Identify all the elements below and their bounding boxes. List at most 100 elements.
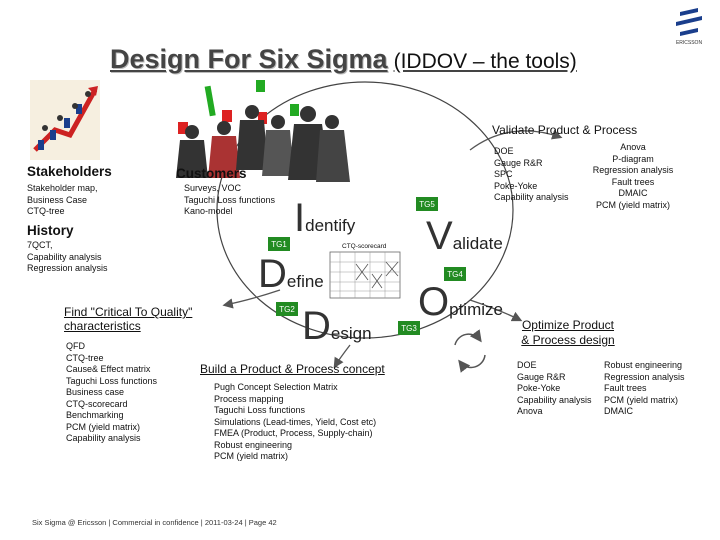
phase-design-rest: esign [330,324,372,343]
validate-tools-left: DOE Gauge R&R SPC Poke-Yoke Capability a… [494,146,569,204]
customers-heading: Customers [176,166,247,181]
build-concept-list: Pugh Concept Selection Matrix Process ma… [214,382,376,463]
tollgate-tg2: TG2 [276,302,298,316]
validate-tool: Anova [620,142,646,152]
ctq-tool: Business case [66,387,125,397]
ctq-scorecard-table [329,251,401,299]
validate-tool: P-diagram [612,153,654,164]
optimize-arrow [469,299,523,322]
phase-optimize: Optimize [418,282,503,322]
validate-tool: PCM (yield matrix) [595,199,670,210]
ctq-tool: Cause& Effect matrix [66,364,151,374]
ctq-arrow [222,289,281,309]
customers-group-image [176,80,350,182]
optimize-tool: DOE [517,360,537,370]
validate-product-heading: Validate Product & Process [492,123,638,137]
build-concept-tool: PCM (yield matrix) [214,451,289,461]
ctq-tool: Benchmarking [66,410,124,420]
stakeholder-item: Stakeholder map, [27,183,98,193]
phase-identify-letter: I [294,196,306,240]
tollgate-tg5: TG5 [416,197,438,211]
history-item: Regression analysis [27,263,108,273]
logo-text: ERICSSON [675,40,703,46]
customers-list: Surveys, VOC Taguchi Loss functions Kano… [184,183,275,218]
optimize-tool: PCM (yield matrix) [604,394,679,405]
build-concept-tool: Process mapping [214,393,284,404]
validate-tool: Fault trees [611,176,655,187]
validate-tool: Gauge R&R [494,157,543,168]
optimize-tool: Poke-Yoke [517,383,561,393]
build-concept-heading: Build a Product & Process concept [200,362,385,376]
tollgate-tg3: TG3 [398,321,420,335]
build-concept-tool: FMEA (Product, Process, Supply-chain) [214,428,373,438]
customer-item: Taguchi Loss functions [184,194,276,205]
optimize-tools-left: DOE Gauge R&R Poke-Yoke Capability analy… [517,360,592,418]
growth-chart-image [30,80,100,160]
phase-define: Define [258,254,324,294]
optimize-tool: Anova [517,406,543,416]
optimize-tool: Fault trees [604,383,647,393]
history-item: Capability analysis [27,251,102,262]
page-title: Design For Six Sigma(IDDOV – the tools) [110,44,577,75]
ctq-tool: CTQ-tree [66,352,104,363]
optimize-tool: DMAIC [604,406,633,416]
phase-identify: Identify [294,198,355,238]
ctq-scorecard-label: CTQ-scorecard [342,243,387,250]
stakeholder-item: CTQ-tree [27,206,65,216]
process-cycle-ellipse [216,81,514,339]
validate-tools-right: Anova P-diagram Regression analysis Faul… [588,142,678,211]
concept-arrow [333,344,351,369]
ctq-tool: CTQ-scorecard [66,398,128,409]
build-concept-tool: Pugh Concept Selection Matrix [214,382,338,392]
customer-item: Kano-model [184,206,233,216]
optimize-tool: Regression analysis [604,371,685,382]
phase-optimize-letter: O [418,280,450,324]
optimize-tool: Capability analysis [517,394,592,405]
history-item: 7QCT, [27,240,53,250]
optimize-tool: Robust engineering [604,360,683,370]
phase-validate: Validate [426,216,503,256]
validate-tool: Capability analysis [494,192,569,202]
build-concept-tool: Robust engineering [214,439,293,450]
validate-tool: DOE [494,146,514,156]
stakeholders-list: Stakeholder map, Business Case CTQ-tree [27,183,98,218]
page-footer: Six Sigma @ Ericsson | Commercial in con… [32,518,277,527]
tollgate-tg1: TG1 [268,237,290,251]
customer-item: Surveys, VOC [184,183,242,193]
build-concept-tool: Simulations (Lead-times, Yield, Cost etc… [214,416,377,427]
ctq-tool: PCM (yield matrix) [66,421,141,432]
ctq-heading: Find "Critical To Quality" characteristi… [64,305,193,333]
optimize-tool: Gauge R&R [517,371,566,382]
phase-design-letter: D [302,304,331,348]
phase-identify-rest: dentify [305,216,356,235]
phase-validate-rest: alidate [452,234,503,253]
ericsson-logo-icon [676,8,702,36]
phase-define-letter: D [258,252,287,296]
stakeholder-item: Business Case [27,194,88,205]
optimize-design-heading: Optimize Product & Process design [521,318,615,347]
validate-tool: DMAIC [618,188,648,198]
optimize-tools-right: Robust engineering Regression analysis F… [604,360,685,418]
ctq-tool: Capability analysis [66,433,141,443]
title-sub: (IDDOV – the tools) [393,50,577,73]
history-list: 7QCT, Capability analysis Regression ana… [27,240,108,275]
history-heading: History [27,223,74,238]
cycle-arrows-icon [454,329,486,373]
build-concept-tool: Taguchi Loss functions [214,405,306,415]
validate-arrow [469,129,563,151]
phase-design: Design [302,306,372,346]
ctq-tool: QFD [66,341,85,351]
phase-optimize-rest: ptimize [449,300,503,319]
tollgate-tg4: TG4 [444,267,466,281]
validate-tool: Regression analysis [592,165,674,175]
validate-tool: SPC [494,169,513,179]
ericsson-logo: ERICSSON [672,8,706,52]
phase-define-rest: efine [286,272,324,291]
ctq-tools-list: QFD CTQ-tree Cause& Effect matrix Taguch… [66,341,157,445]
ctq-tool: Taguchi Loss functions [66,375,158,386]
title-main: Design For Six Sigma [110,44,388,74]
validate-tool: Poke-Yoke [494,180,538,191]
stakeholders-heading: Stakeholders [27,164,112,179]
phase-validate-letter: V [426,214,453,258]
